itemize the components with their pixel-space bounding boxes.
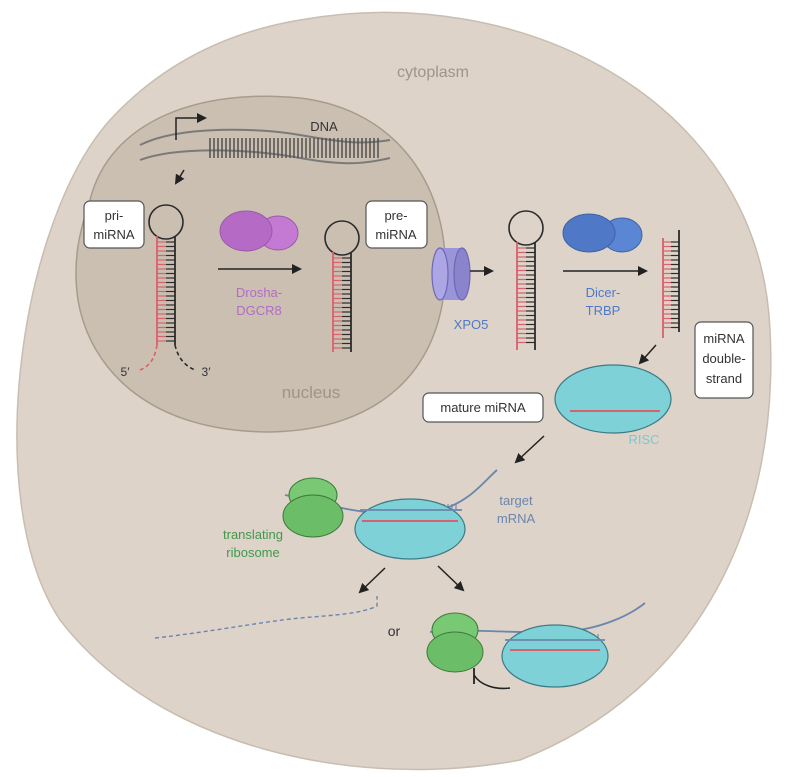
- dicer-label-line1: Dicer-: [586, 285, 621, 300]
- ribosome-icon: [282, 477, 344, 538]
- pri-mirna-label-line2: miRNA: [93, 227, 134, 242]
- mirna-double-strand-label-line1: miRNA: [703, 331, 744, 346]
- pri-mirna-hairpin: [139, 204, 196, 371]
- ribosome-repressed-icon: [426, 612, 484, 673]
- or-label: or: [388, 623, 401, 639]
- target-mrna-label-line1: target: [499, 493, 533, 508]
- transcription-start-arrow-icon: [175, 113, 207, 140]
- inhibition-bar-icon: [473, 674, 511, 690]
- pre-mirna-label-line1: pre-: [384, 208, 407, 223]
- dicer-label-line2: TRBP: [586, 303, 621, 318]
- ribosome-label-line1: translating: [223, 527, 283, 542]
- pri-mirna-pairs: [157, 241, 175, 342]
- ribosome-label-line2: ribosome: [226, 545, 279, 560]
- pre-mirna-pairs-cytoplasm: [517, 247, 535, 344]
- pre-mirna-label-line2: miRNA: [375, 227, 416, 242]
- risc-repression: [501, 624, 609, 688]
- target-mrna-label-line2: mRNA: [497, 511, 536, 526]
- mirna-duplex: [662, 230, 680, 338]
- pri-mirna-label-line1: pri-: [105, 208, 124, 223]
- mature-mirna-box: [422, 392, 544, 423]
- three-prime-label: 3′: [202, 365, 212, 379]
- dna-rungs: [209, 138, 379, 158]
- risc-complex-icon: [554, 364, 672, 434]
- nucleus-label: nucleus: [282, 383, 341, 402]
- pre-mirna-pairs-nucleus: [333, 257, 351, 349]
- mirna-double-strand-label-line3: strand: [706, 371, 742, 386]
- pre-mirna-hairpin-cytoplasm: [508, 210, 544, 350]
- dna-helix-icon: [139, 128, 391, 165]
- pre-mirna-hairpin-nucleus: [324, 220, 360, 352]
- cytoplasm-label: cytoplasm: [397, 64, 469, 81]
- risc-on-target: [354, 498, 466, 560]
- mirna-duplex-pairs: [663, 241, 679, 329]
- arrow-dna-to-pri: [174, 169, 185, 185]
- nucleus: [75, 95, 447, 433]
- arrow-risc-to-target: [514, 435, 545, 464]
- five-prime-label: 5′: [121, 365, 131, 379]
- mature-mirna-label: mature miRNA: [440, 400, 526, 415]
- xpo5-label: XPO5: [454, 317, 489, 332]
- dna-label: DNA: [310, 119, 338, 134]
- drosha-complex-icon: [219, 210, 299, 252]
- drosha-label-line2: DGCR8: [236, 303, 282, 318]
- arrow-to-degradation: [358, 567, 386, 594]
- drosha-label-line1: Drosha-: [236, 285, 282, 300]
- mirna-double-strand-label-line2: double-: [702, 351, 745, 366]
- degraded-mrna: [154, 596, 378, 639]
- pre-mirna-box: [365, 200, 428, 249]
- pri-mirna-box: [83, 200, 145, 249]
- dicer-complex-icon: [562, 213, 643, 253]
- xpo5-channel-icon: [431, 247, 471, 301]
- mirna-double-strand-box: [694, 321, 754, 399]
- risc-label: RISC: [628, 432, 659, 447]
- arrow-to-repression: [437, 565, 465, 592]
- arrow-duplex-to-risc: [638, 344, 657, 365]
